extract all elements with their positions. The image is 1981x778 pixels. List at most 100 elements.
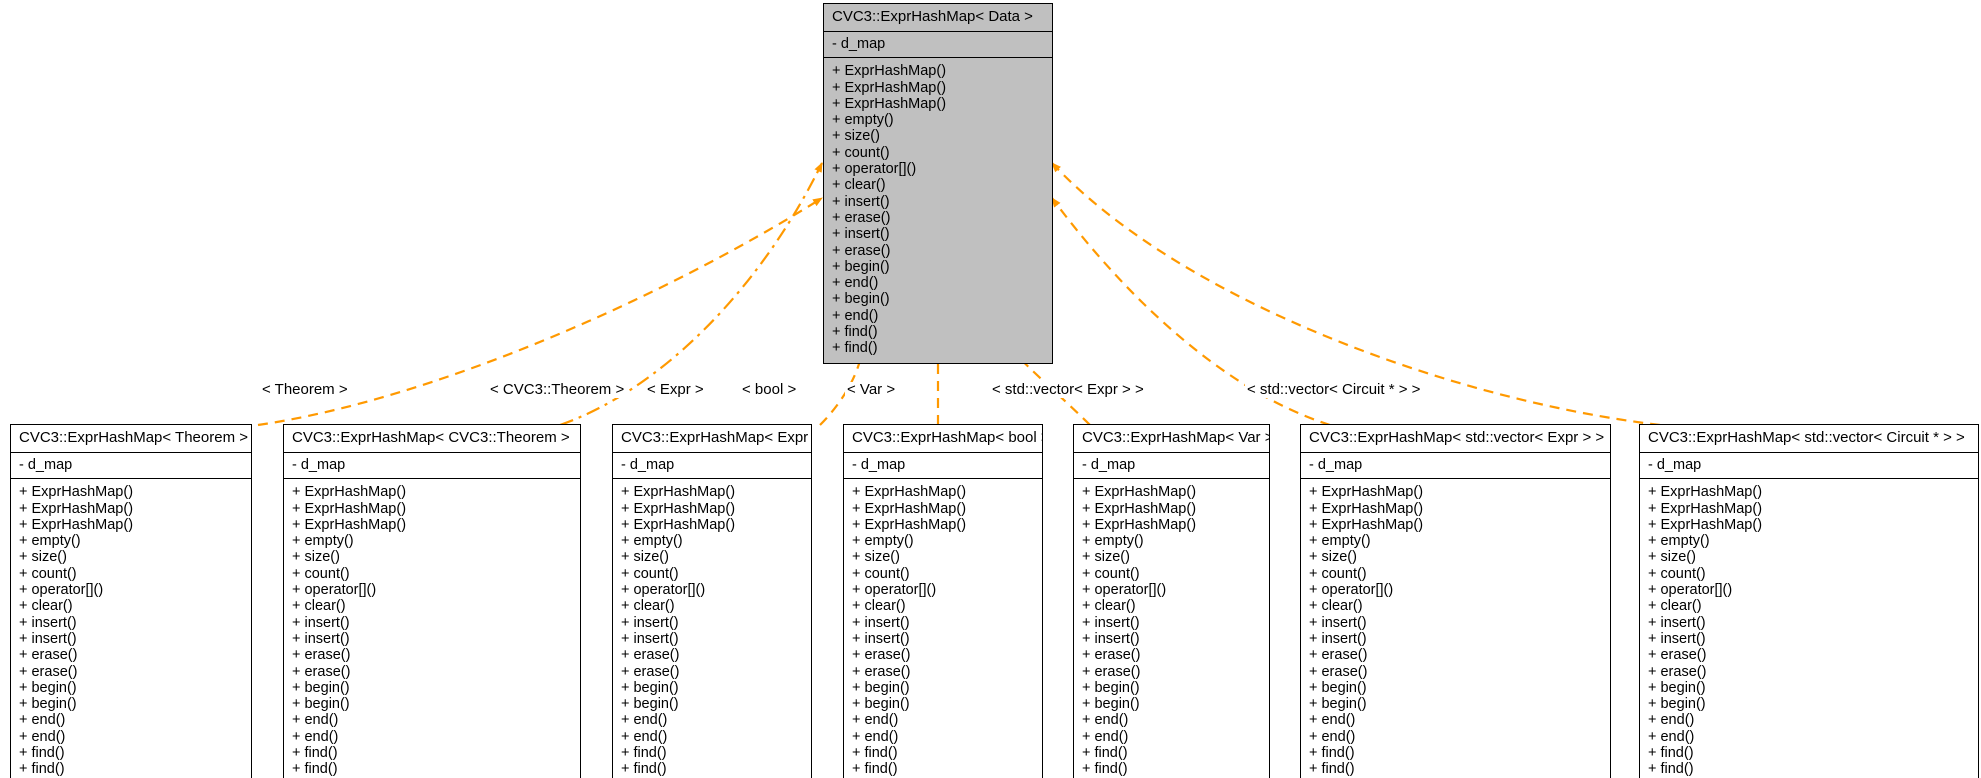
operation-row: + ExprHashMap() [832,79,947,96]
edge-label-vector-expr: < std::vector< Expr > > [990,381,1146,398]
operation-row: + insert() [1309,614,1367,631]
operation-row: + end() [852,728,899,745]
operation-row: + ExprHashMap() [1082,484,1197,501]
operation-row: + clear() [621,598,675,615]
operation-row: + count() [19,565,77,582]
operation-row: + size() [1082,549,1130,566]
operation-row: + begin() [292,679,350,696]
operation-row: + erase() [621,663,680,680]
operation-row: + begin() [1309,679,1367,696]
operation-row: + ExprHashMap() [852,516,967,533]
operation-row: + clear() [19,598,73,615]
operation-row: + end() [852,712,899,729]
class-box-vector-expr[interactable]: CVC3::ExprHashMap< std::vector< Expr > >… [1300,424,1611,778]
operation-row: + empty() [19,533,81,550]
class-title: CVC3::ExprHashMap< std::vector< Circuit … [1640,425,1978,453]
operation-row: + find() [1082,745,1128,762]
operation-row: + ExprHashMap() [852,484,967,501]
class-box-var[interactable]: CVC3::ExprHashMap< Var > - d_map + ExprH… [1073,424,1270,778]
operation-row: + find() [832,324,878,341]
class-title: CVC3::ExprHashMap< Var > [1074,425,1269,453]
operation-row: + find() [19,745,65,762]
operation-row: + erase() [1309,663,1368,680]
operation-row: + begin() [19,679,77,696]
operation-row: + count() [1309,565,1367,582]
operation-row: + erase() [852,663,911,680]
operation-row: + ExprHashMap() [852,500,967,517]
operation-row: + erase() [1082,647,1141,664]
operation-row: + ExprHashMap() [621,516,736,533]
edge-label-var: < Var > [845,381,898,398]
class-box-theorem[interactable]: CVC3::ExprHashMap< Theorem > - d_map + E… [10,424,252,778]
class-operations-base: + ExprHashMap()+ ExprHashMap()+ ExprHash… [824,58,1052,362]
operation-row: + empty() [1648,533,1710,550]
operation-row: + erase() [832,209,891,226]
operation-row: + clear() [1648,598,1702,615]
class-box-cvc3-theorem[interactable]: CVC3::ExprHashMap< CVC3::Theorem > - d_m… [283,424,581,778]
operation-row: + find() [852,745,898,762]
operation-row: + end() [1648,728,1695,745]
operation-row: + ExprHashMap() [292,484,407,501]
operation-row: + operator[]() [832,161,917,178]
operation-row: + erase() [1648,663,1707,680]
attribute-row: - d_map [1648,457,1702,473]
operation-row: + end() [1082,712,1129,729]
operation-row: + clear() [1309,598,1363,615]
attribute-row: - d_map [292,457,346,473]
operation-row: + end() [1648,712,1695,729]
operation-row: + clear() [292,598,346,615]
attribute-row: - d_map [621,457,675,473]
operation-row: + insert() [621,630,679,647]
class-operations: + ExprHashMap()+ ExprHashMap()+ ExprHash… [613,479,811,778]
class-box-vector-circuit[interactable]: CVC3::ExprHashMap< std::vector< Circuit … [1639,424,1979,778]
operation-row: + insert() [19,614,77,631]
operation-row: + find() [1648,761,1694,778]
attribute-row: - d_map [1309,457,1363,473]
operation-row: + ExprHashMap() [1648,484,1763,501]
operation-row: + erase() [1648,647,1707,664]
operation-row: + begin() [292,696,350,713]
operation-row: + find() [852,761,898,778]
edge-label-cvc3-theorem: < CVC3::Theorem > [488,381,627,398]
operation-row: + find() [292,761,338,778]
operation-row: + erase() [1082,663,1141,680]
class-box-bool[interactable]: CVC3::ExprHashMap< bool > - d_map + Expr… [843,424,1043,778]
attribute-row: - d_map [19,457,73,473]
operation-row: + find() [1309,761,1355,778]
operation-row: + count() [852,565,910,582]
operation-row: + insert() [1309,630,1367,647]
operation-row: + erase() [621,647,680,664]
operation-row: + insert() [832,226,890,243]
operation-row: + ExprHashMap() [19,484,134,501]
class-title: CVC3::ExprHashMap< Expr > [613,425,811,453]
operation-row: + ExprHashMap() [621,484,736,501]
operation-row: + ExprHashMap() [832,95,947,112]
operation-row: + erase() [19,663,78,680]
operation-row: + insert() [1648,614,1706,631]
operation-row: + find() [1309,745,1355,762]
operation-row: + insert() [292,630,350,647]
class-title: CVC3::ExprHashMap< Theorem > [11,425,251,453]
class-attributes: - d_map [613,453,811,480]
class-box-expr[interactable]: CVC3::ExprHashMap< Expr > - d_map + Expr… [612,424,812,778]
operation-row: + begin() [1648,696,1706,713]
operation-row: + operator[]() [621,582,706,599]
operation-row: + operator[]() [1082,582,1167,599]
operation-row: + end() [292,728,339,745]
operation-row: + insert() [852,630,910,647]
class-title: CVC3::ExprHashMap< std::vector< Expr > > [1301,425,1610,453]
operation-row: + count() [621,565,679,582]
operation-row: + operator[]() [1648,582,1733,599]
operation-row: + size() [832,128,880,145]
class-box-base[interactable]: CVC3::ExprHashMap< Data > - d_map + Expr… [823,3,1053,364]
operation-row: + operator[]() [292,582,377,599]
class-attributes: - d_map [844,453,1042,480]
operation-row: + insert() [19,630,77,647]
operation-row: + size() [292,549,340,566]
operation-row: + clear() [832,177,886,194]
operation-row: + ExprHashMap() [1309,484,1424,501]
operation-row: + empty() [832,112,894,129]
class-attributes: - d_map [1301,453,1610,480]
operation-row: + begin() [1309,696,1367,713]
